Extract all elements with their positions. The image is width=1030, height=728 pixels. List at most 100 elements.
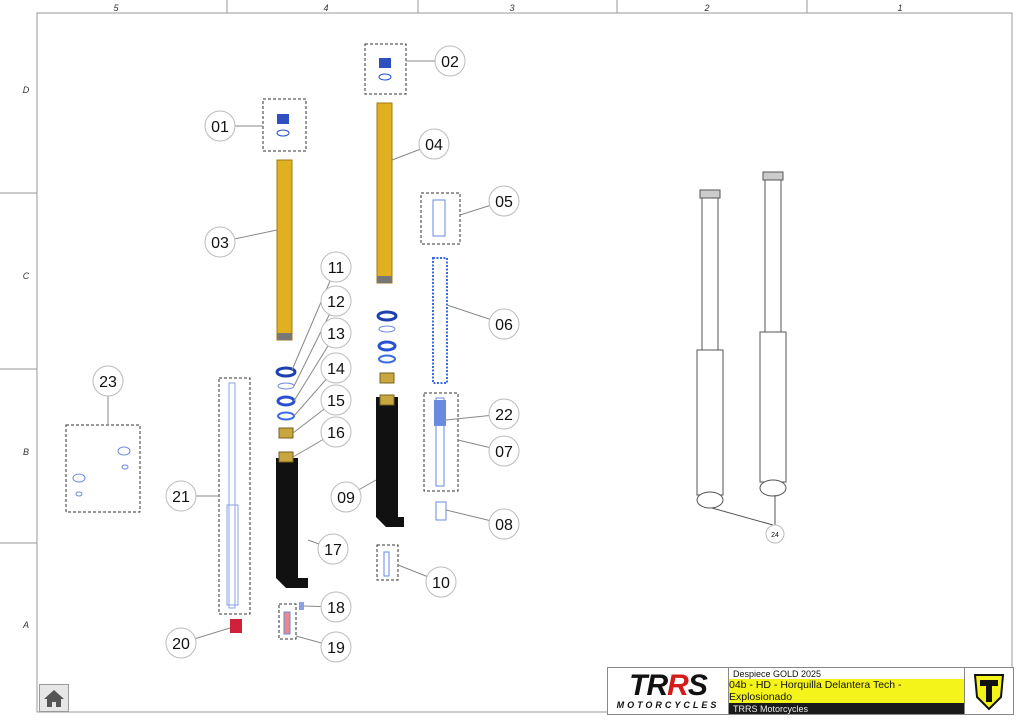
callout-number: 01 — [211, 119, 229, 136]
callout-circle — [317, 533, 349, 565]
callout-15: 15 — [292, 384, 352, 434]
callout-circle — [320, 591, 352, 623]
row-label: C — [23, 271, 30, 281]
callout-number: 18 — [327, 600, 345, 617]
row-label: A — [22, 620, 29, 630]
callout-circle — [488, 185, 520, 217]
callout-08: 08 — [445, 508, 520, 540]
callout-circle — [330, 481, 362, 513]
callout-number: 07 — [495, 444, 513, 461]
callout-number: 16 — [327, 425, 345, 442]
callout-09: 09 — [330, 479, 377, 513]
callout-10: 10 — [397, 564, 457, 598]
upper-tube-left — [276, 159, 293, 341]
callout-number: 23 — [99, 374, 117, 391]
callout-number: 21 — [172, 489, 190, 506]
column-label: 4 — [323, 3, 328, 13]
callout-circle — [434, 45, 466, 77]
callout-24: 24 — [765, 524, 785, 544]
callout-number: 12 — [327, 294, 345, 311]
spring — [432, 257, 448, 384]
callout-16: 16 — [292, 416, 352, 458]
callout-circle — [320, 416, 352, 448]
callout-06: 06 — [446, 304, 520, 340]
callout-22: 22 — [445, 398, 520, 430]
callout-circle — [488, 308, 520, 340]
callout-17: 17 — [307, 533, 349, 565]
callout-circle — [425, 566, 457, 598]
callout-14: 14 — [293, 352, 352, 417]
callout-20: 20 — [165, 627, 231, 659]
callout-21: 21 — [165, 480, 219, 512]
callout-number: 24 — [771, 532, 779, 539]
home-icon — [44, 690, 64, 707]
callout-circle — [204, 226, 236, 258]
home-button[interactable] — [39, 684, 69, 712]
row-label: D — [23, 85, 30, 95]
callout-circle — [320, 384, 352, 416]
callout-13: 13 — [293, 317, 352, 402]
callout-18: 18 — [303, 591, 352, 623]
callout-05: 05 — [459, 185, 520, 217]
callout-circle — [320, 352, 352, 384]
callouts: 01 02 03 04 05 06 07 08 09 10 11 12 13 14 15 16 17 18 19 20… — [92, 45, 785, 663]
callout-07: 07 — [457, 435, 520, 467]
callout-number: 17 — [324, 542, 342, 559]
callout-number: 19 — [327, 640, 345, 657]
callout-number: 05 — [495, 194, 513, 211]
trrs-badge-icon — [964, 668, 1013, 714]
group-boxes — [65, 43, 461, 640]
callout-number: 20 — [172, 636, 190, 653]
callout-02: 02 — [406, 45, 466, 77]
column-label: 3 — [509, 3, 514, 13]
callout-circle — [320, 285, 352, 317]
callout-circle — [765, 524, 785, 544]
parts — [72, 58, 448, 635]
column-label: 2 — [703, 3, 709, 13]
callout-number: 22 — [495, 407, 513, 424]
leader-line — [293, 300, 337, 387]
callout-circle — [418, 128, 450, 160]
callout-circle — [488, 508, 520, 540]
lower-leg-left — [276, 458, 308, 588]
callout-circle — [204, 110, 236, 142]
callout-number: 13 — [327, 326, 345, 343]
callout-number: 10 — [432, 575, 450, 592]
title-line-1: Despiece GOLD 2025 — [733, 668, 822, 679]
callout-19: 19 — [295, 631, 352, 663]
callout-11: 11 — [291, 251, 352, 371]
callout-12: 12 — [293, 285, 352, 387]
lower-leg-right — [376, 397, 404, 527]
title-line-2: 04b - HD - Horquilla Delantera Tech - Ex… — [729, 679, 964, 703]
callout-circle — [320, 631, 352, 663]
callout-number: 08 — [495, 517, 513, 534]
callout-number: 15 — [327, 393, 345, 410]
callout-number: 02 — [441, 54, 459, 71]
callout-circle — [488, 398, 520, 430]
leader-line — [291, 266, 337, 371]
callout-number: 03 — [211, 235, 229, 252]
callout-circle — [320, 317, 352, 349]
callout-circle — [165, 480, 197, 512]
callout-circle — [165, 627, 197, 659]
callout-circle — [92, 365, 124, 397]
column-label: 1 — [897, 3, 902, 13]
row-label: B — [23, 447, 29, 457]
title-line-3: TRRS Motorcycles — [729, 703, 964, 714]
callout-number: 11 — [328, 260, 345, 277]
callout-04: 04 — [391, 128, 450, 161]
callout-23: 23 — [92, 365, 124, 425]
upper-tube-right — [376, 102, 393, 284]
callout-number: 09 — [337, 490, 355, 507]
callout-01: 01 — [204, 110, 263, 142]
callout-03: 03 — [204, 226, 278, 258]
column-label: 5 — [113, 3, 119, 13]
callout-number: 06 — [495, 317, 513, 334]
assembled-fork — [696, 171, 787, 526]
callout-number: 14 — [327, 361, 345, 378]
callout-number: 04 — [425, 137, 443, 154]
callout-circle — [488, 435, 520, 467]
